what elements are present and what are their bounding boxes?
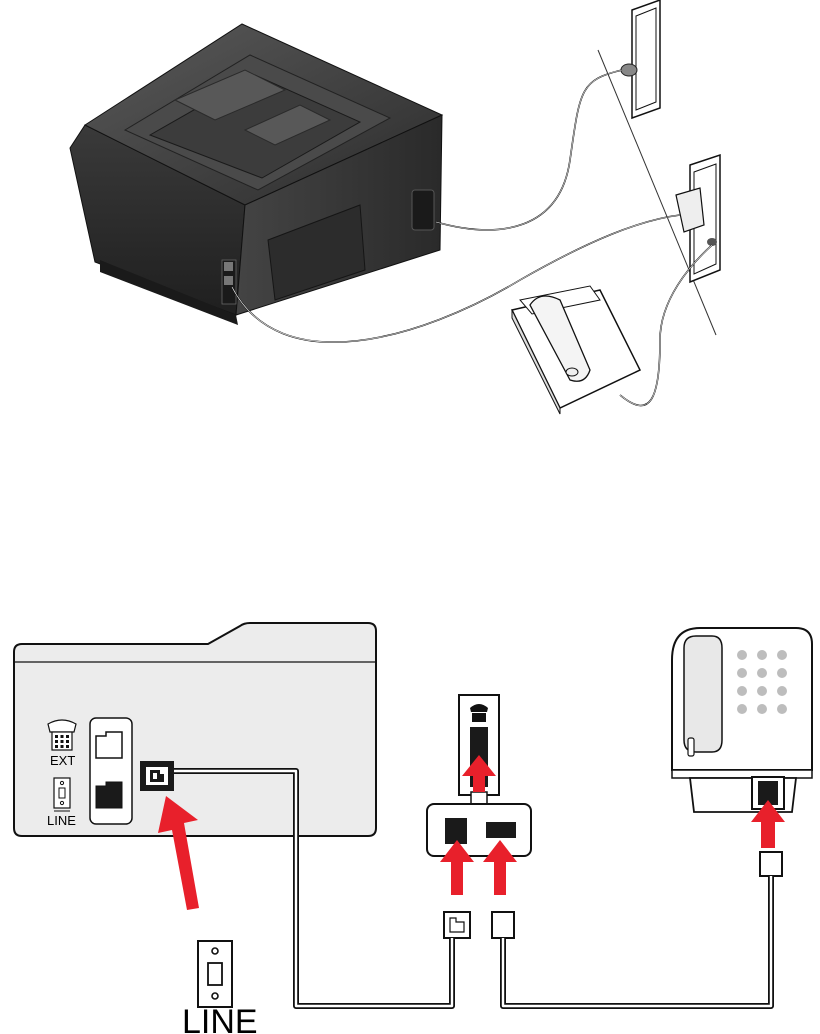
arrow-cable-to-phone — [751, 800, 785, 848]
telephone-diagram — [671, 627, 813, 813]
line-port-label: LINE — [47, 813, 76, 828]
arrow-cable-to-splitter-left — [440, 840, 474, 895]
splitter-plug-right — [491, 911, 515, 939]
ext-port-label: EXT — [50, 753, 75, 768]
phone-plug — [759, 851, 783, 877]
splitter-plug-left — [443, 911, 471, 939]
wall-edge — [597, 49, 717, 336]
wall-outlet-icon — [620, 0, 661, 120]
arrow-cable-to-splitter-right — [483, 840, 517, 895]
arrow-wall-to-printer — [158, 796, 199, 910]
ext-port — [95, 731, 123, 759]
wall-jack-icon — [197, 940, 233, 1008]
top-cables — [231, 69, 713, 407]
bottom-diagram: EXT LINE — [13, 622, 813, 1034]
bottom-cables — [174, 768, 774, 1009]
line-port — [95, 781, 123, 809]
printer-icon — [69, 23, 444, 325]
wall-jack-label: LINE — [182, 1003, 258, 1034]
ext-phone-icon — [47, 719, 77, 751]
line-jack-small-icon — [53, 777, 71, 812]
telephone-icon — [510, 285, 642, 415]
splitter-icon — [675, 153, 721, 284]
arrow-splitter-to-phone-socket — [462, 755, 496, 792]
printer-plug — [140, 761, 174, 791]
top-illustration — [69, 0, 721, 415]
